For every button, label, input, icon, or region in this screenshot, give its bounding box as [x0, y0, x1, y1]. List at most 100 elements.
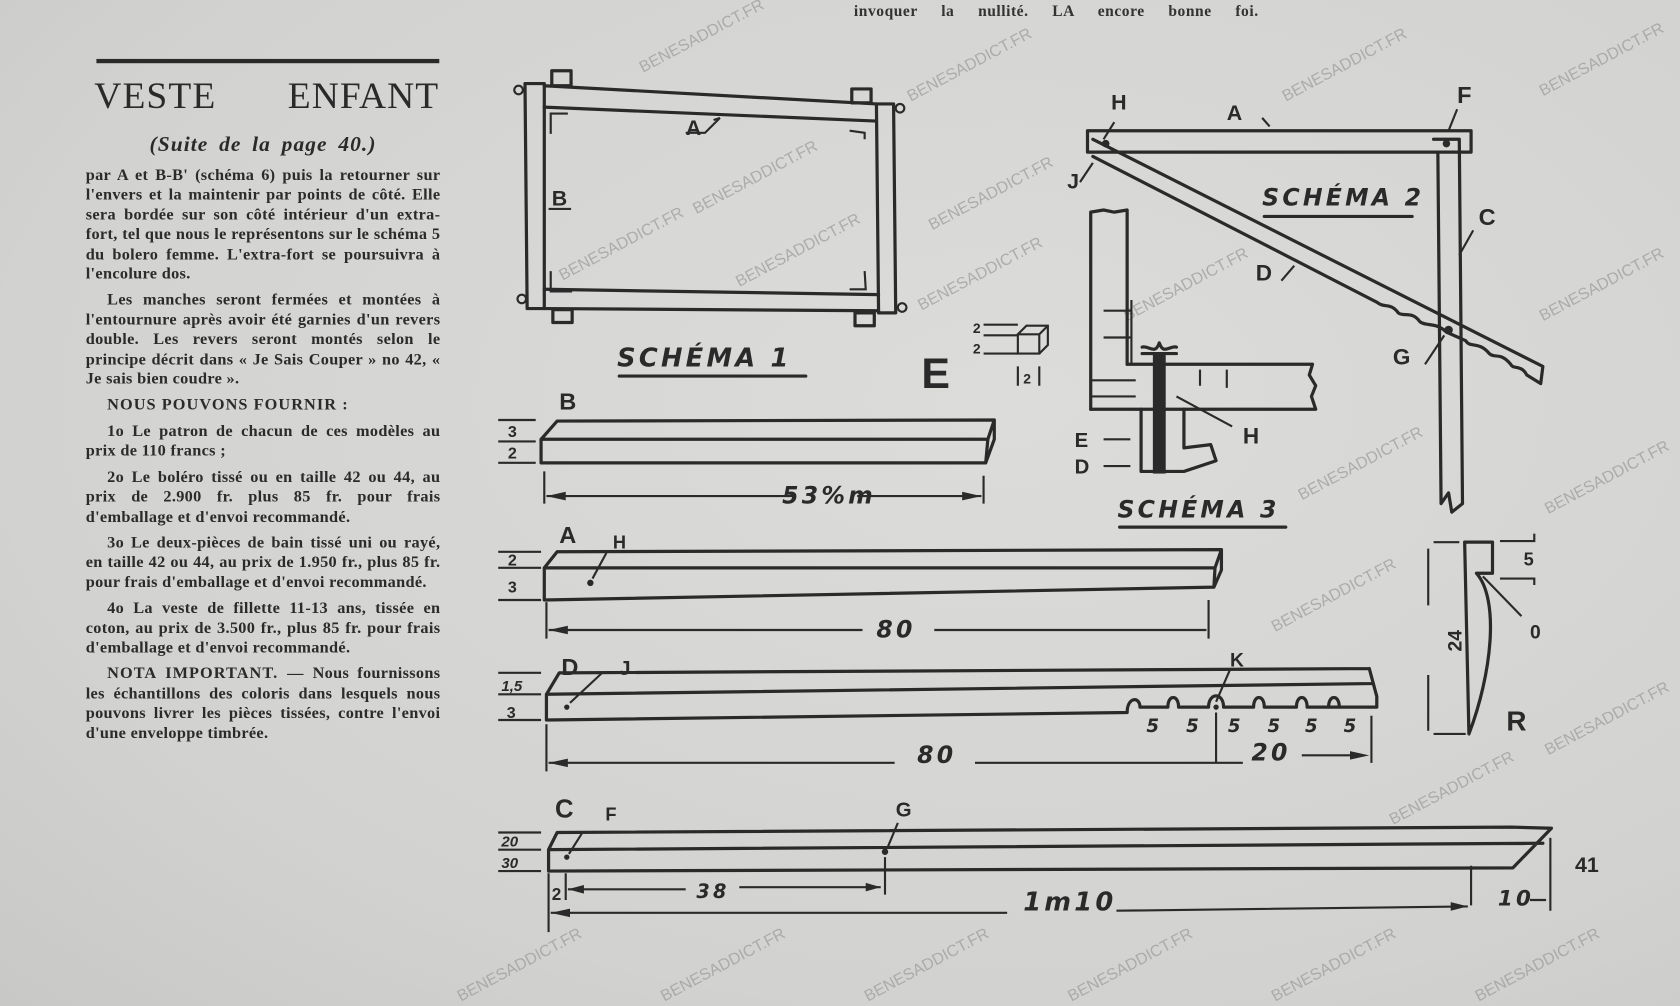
part-r-height: 24	[1445, 630, 1466, 652]
watermark: BENESADDICT.FR	[904, 24, 1035, 105]
bar-d	[498, 666, 1379, 772]
watermark: BENESADDICT.FR	[1542, 437, 1673, 518]
offer-heading: NOUS POUVONS FOURNIR :	[107, 395, 349, 415]
watermark: BENESADDICT.FR	[1279, 24, 1410, 105]
notch-spacing: 5	[1228, 716, 1244, 737]
bar-c-offset: 2	[552, 884, 562, 904]
part-e-label: E	[921, 350, 950, 398]
bar-c	[498, 822, 1554, 933]
bar-b-dim: 2	[508, 445, 517, 463]
watermark: BENESADDICT.FR	[1268, 555, 1399, 636]
article-title: VESTE ENFANT	[94, 75, 440, 117]
watermark: BENESADDICT.FR	[454, 924, 585, 1005]
bar-a-dim: 3	[508, 579, 517, 597]
watermark: BENESADDICT.FR	[658, 924, 789, 1005]
watermark: BENESADDICT.FR	[1121, 244, 1252, 325]
schema1-label-b: B	[552, 187, 567, 211]
part-r-point: 0	[1530, 623, 1541, 644]
schema2-label-d: D	[1256, 261, 1272, 286]
notch-spacing: 5	[1344, 716, 1360, 737]
schema3-label-h: H	[1243, 424, 1259, 449]
bar-d-hole-label: J	[619, 658, 630, 680]
schema3-title: SCHÉMA 3	[1118, 496, 1280, 524]
bar-a-label: A	[559, 522, 576, 548]
schema1-frame	[513, 69, 908, 328]
bar-a-hole-label: H	[613, 533, 626, 553]
offer-item: 1o Le patron de chacun de ces modèles au…	[85, 422, 441, 460]
watermark: BENESADDICT.FR	[1295, 423, 1426, 504]
watermark: BENESADDICT.FR	[861, 924, 992, 1005]
watermark: BENESADDICT.FR	[1386, 748, 1517, 829]
note-text: Nous fournissons les échantillons des co…	[85, 664, 441, 743]
part-e-block	[983, 323, 1049, 386]
note-paragraph: NOTA IMPORTANT. — Nous fournissons les é…	[86, 665, 441, 744]
bar-d-notched-length: 20	[1251, 739, 1290, 767]
watermark: BENESADDICT.FR	[1536, 19, 1667, 100]
note-heading: NOTA IMPORTANT. —	[107, 664, 305, 683]
bar-c-dim: 20	[500, 833, 518, 850]
bar-c-label: C	[555, 796, 574, 824]
offer-item: 3o Le deux-pièces de bain tissé uni ou r…	[85, 533, 441, 592]
schema2-label-g: G	[1393, 344, 1411, 369]
schema1-label-a: A	[686, 116, 701, 140]
schema2-label-j: J	[1067, 170, 1079, 194]
bar-d-notch-label: K	[1230, 650, 1244, 671]
schema2-title: SCHÉMA 2	[1262, 184, 1424, 212]
bar-b-label: B	[559, 388, 576, 414]
schema3-assembly	[1089, 208, 1318, 474]
notch-spacing: 5	[1305, 716, 1321, 737]
watermarks: BENESADDICT.FR BENESADDICT.FR BENESADDIC…	[454, 0, 1672, 1005]
bar-a	[498, 548, 1224, 639]
watermark: BENESADDICT.FR	[1536, 244, 1667, 325]
bar-c-tip: 10	[1498, 886, 1534, 911]
schema3-label-e: E	[1075, 430, 1089, 452]
notch-spacing: 5	[1268, 716, 1284, 737]
watermark: BENESADDICT.FR	[1472, 924, 1603, 1005]
part-e-dim: 2	[1023, 371, 1031, 387]
watermark: BENESADDICT.FR	[915, 233, 1046, 314]
watermark: BENESADDICT.FR	[636, 0, 767, 76]
schema3-label-d: D	[1075, 457, 1090, 479]
bar-a-length: 80	[876, 616, 915, 644]
bar-d-dim: 3	[507, 704, 516, 722]
part-r-notch: 5	[1524, 550, 1534, 570]
part-e-dim: 2	[973, 341, 981, 357]
watermark: BENESADDICT.FR	[733, 210, 864, 291]
offer-item: 2o Le boléro tissé ou en taille 42 ou 44…	[85, 467, 441, 526]
bar-c-spacing: 38	[696, 880, 729, 903]
schema2-label-a: A	[1227, 101, 1242, 125]
schema2-assembly	[1079, 108, 1545, 514]
watermark: BENESADDICT.FR	[926, 153, 1057, 234]
watermark: BENESADDICT.FR	[1065, 924, 1196, 1005]
paragraph: Les manches seront fermées et montées à …	[85, 290, 441, 388]
paragraph: par A et B-B' (schéma 6) puis la retourn…	[85, 166, 441, 283]
part-e-dim: 2	[973, 320, 981, 336]
notch-spacing: 5	[1146, 716, 1162, 737]
article-body: par A et B-B' (schéma 6) puis la retourn…	[86, 166, 441, 750]
bar-c-hole1-label: F	[605, 805, 616, 825]
bar-d-length: 80	[917, 741, 956, 769]
previous-column-snippet: invoquer la nullité. LA encore bonne foi…	[853, 3, 1259, 21]
page-number: 41	[1575, 853, 1599, 877]
bar-d-dim: 1,5	[501, 678, 523, 695]
bar-c-hole2-label: G	[896, 799, 912, 821]
title-rule	[96, 58, 440, 64]
bar-c-length: 1m10	[1023, 888, 1116, 918]
schema2-label-c: C	[1479, 204, 1496, 230]
article-subtitle: (Suite de la page 40.)	[149, 132, 377, 157]
part-r-label: R	[1506, 706, 1526, 737]
schema1-title: SCHÉMA 1	[617, 341, 791, 373]
watermark: BENESADDICT.FR	[556, 203, 687, 284]
bar-d-label: D	[561, 654, 578, 680]
offer-item: 4o La veste de fillette 11-13 ans, tissé…	[85, 599, 441, 657]
watermark: BENESADDICT.FR	[690, 137, 821, 218]
schema2-label-h: H	[1111, 90, 1126, 114]
bar-b	[498, 418, 996, 504]
watermark: BENESADDICT.FR	[1542, 678, 1673, 759]
notch-spacing: 5	[1186, 716, 1202, 737]
bar-a-dim: 2	[508, 552, 517, 570]
bar-b-length: 53%m	[782, 482, 876, 510]
part-r	[1427, 533, 1536, 736]
